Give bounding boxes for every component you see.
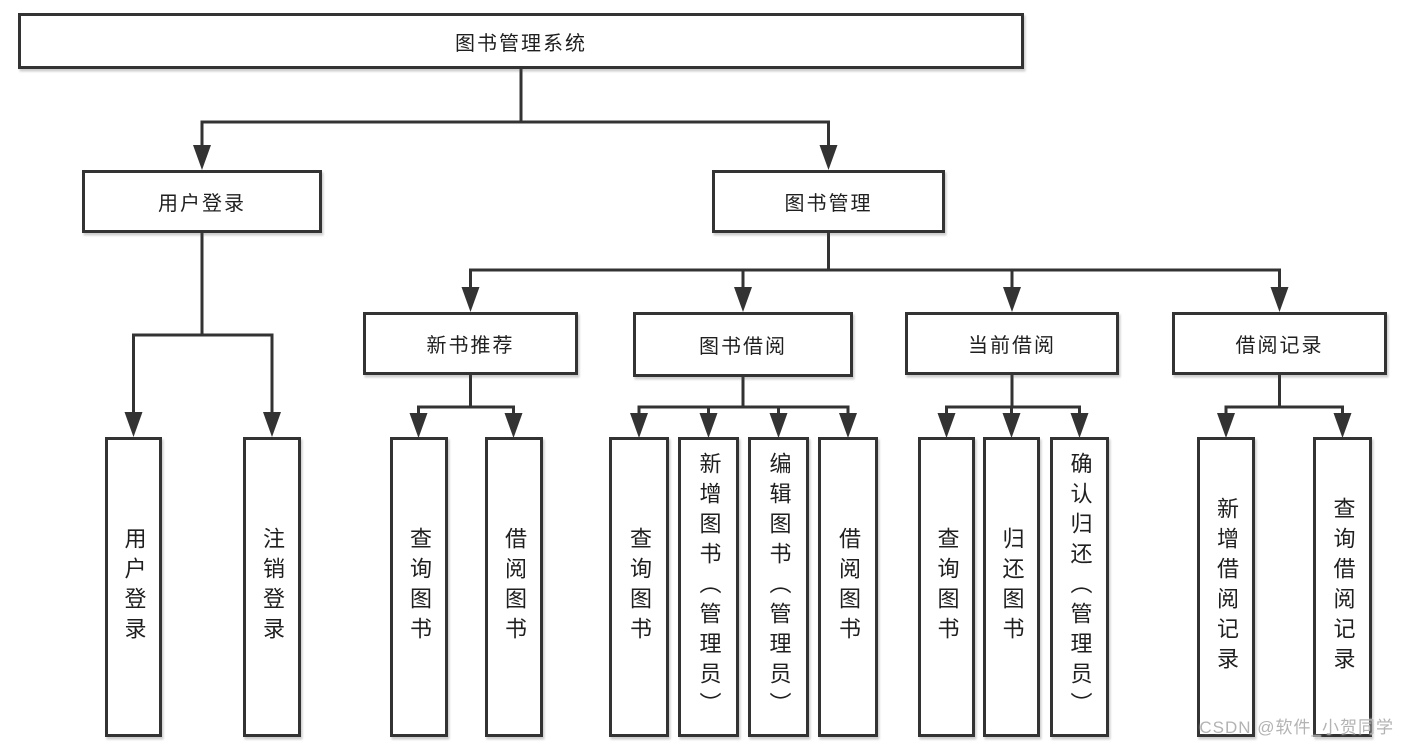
node-new-book-recommend-label: 新书推荐 xyxy=(426,335,515,357)
arrowhead-down-icon xyxy=(734,287,752,312)
leaf-add-books-admin-label: 新增图书（管理员） xyxy=(696,452,722,722)
arrowhead-down-icon xyxy=(409,413,428,438)
node-borrow-records-label: 借阅记录 xyxy=(1235,335,1324,357)
node-user-login: 用户登录 xyxy=(82,170,322,233)
csdn-watermark: CSDN @软件_小贺同学 xyxy=(1199,718,1394,737)
connector xyxy=(193,67,838,170)
leaf-query-borrow-record-label: 查询借阅记录 xyxy=(1330,497,1356,677)
connector xyxy=(937,373,1089,438)
node-root: 图书管理系统 xyxy=(18,13,1024,69)
connector xyxy=(409,373,523,438)
arrowhead-down-icon xyxy=(839,413,857,438)
leaf-borrow-query-books-label: 查询图书 xyxy=(627,527,652,647)
node-book-borrow: 图书借阅 xyxy=(633,312,853,377)
leaf-newbook-query-books: 查询图书 xyxy=(390,437,448,737)
arrowhead-down-icon xyxy=(769,413,788,438)
leaf-confirm-return-admin-label: 确认归还（管理员） xyxy=(1067,452,1093,722)
arrowhead-down-icon xyxy=(1270,287,1289,312)
connector xyxy=(1217,373,1352,438)
leaf-logout-label: 注销登录 xyxy=(260,527,285,647)
node-new-book-recommend: 新书推荐 xyxy=(363,312,578,375)
node-current-borrow-label: 当前借阅 xyxy=(968,335,1056,357)
leaf-add-books-admin: 新增图书（管理员） xyxy=(678,437,739,737)
node-current-borrow: 当前借阅 xyxy=(905,312,1119,375)
leaf-add-borrow-record: 新增借阅记录 xyxy=(1197,437,1255,737)
arrowhead-down-icon xyxy=(699,413,718,438)
arrowhead-down-icon xyxy=(819,145,838,170)
arrowhead-down-icon xyxy=(630,413,648,438)
leaf-newbook-borrow-books: 借阅图书 xyxy=(485,437,543,737)
arrowhead-down-icon xyxy=(504,413,523,438)
leaf-borrow-query-books: 查询图书 xyxy=(609,437,669,737)
leaf-logout: 注销登录 xyxy=(243,437,301,737)
arrowhead-down-icon xyxy=(1333,413,1352,438)
arrowhead-down-icon xyxy=(1217,413,1235,438)
leaf-user-login: 用户登录 xyxy=(105,437,162,737)
arrowhead-down-icon xyxy=(124,412,143,437)
leaf-newbook-borrow-books-label: 借阅图书 xyxy=(502,527,527,647)
leaf-current-query-books: 查询图书 xyxy=(918,437,975,737)
node-root-label: 图书管理系统 xyxy=(455,32,587,55)
leaf-add-borrow-record-label: 新增借阅记录 xyxy=(1214,497,1239,677)
arrowhead-down-icon xyxy=(1002,413,1021,438)
arrowhead-down-icon xyxy=(461,287,480,312)
leaf-edit-books-admin-label: 编辑图书（管理员） xyxy=(766,452,792,722)
leaf-query-borrow-record: 查询借阅记录 xyxy=(1313,437,1372,737)
connector xyxy=(461,231,1289,312)
leaf-borrow-books: 借阅图书 xyxy=(818,437,878,737)
arrowhead-down-icon xyxy=(193,145,211,170)
leaf-edit-books-admin: 编辑图书（管理员） xyxy=(748,437,809,737)
arrowhead-down-icon xyxy=(1070,413,1089,438)
leaf-return-books-label: 归还图书 xyxy=(999,527,1025,647)
arrowhead-down-icon xyxy=(263,412,281,437)
arrowhead-down-icon xyxy=(1003,287,1021,312)
node-borrow-records: 借阅记录 xyxy=(1172,312,1387,375)
connector xyxy=(630,375,857,438)
node-book-management: 图书管理 xyxy=(712,170,945,233)
node-user-login-label: 用户登录 xyxy=(158,193,246,215)
leaf-current-query-books-label: 查询图书 xyxy=(934,527,960,647)
leaf-user-login-label: 用户登录 xyxy=(121,527,147,647)
node-book-borrow-label: 图书借阅 xyxy=(699,336,787,358)
arrowhead-down-icon xyxy=(937,413,956,438)
leaf-return-books: 归还图书 xyxy=(983,437,1040,737)
connector xyxy=(124,231,281,437)
leaf-newbook-query-books-label: 查询图书 xyxy=(407,527,432,647)
leaf-borrow-books-label: 借阅图书 xyxy=(836,527,861,647)
node-book-management-label: 图书管理 xyxy=(784,193,873,215)
leaf-confirm-return-admin: 确认归还（管理员） xyxy=(1050,437,1109,737)
